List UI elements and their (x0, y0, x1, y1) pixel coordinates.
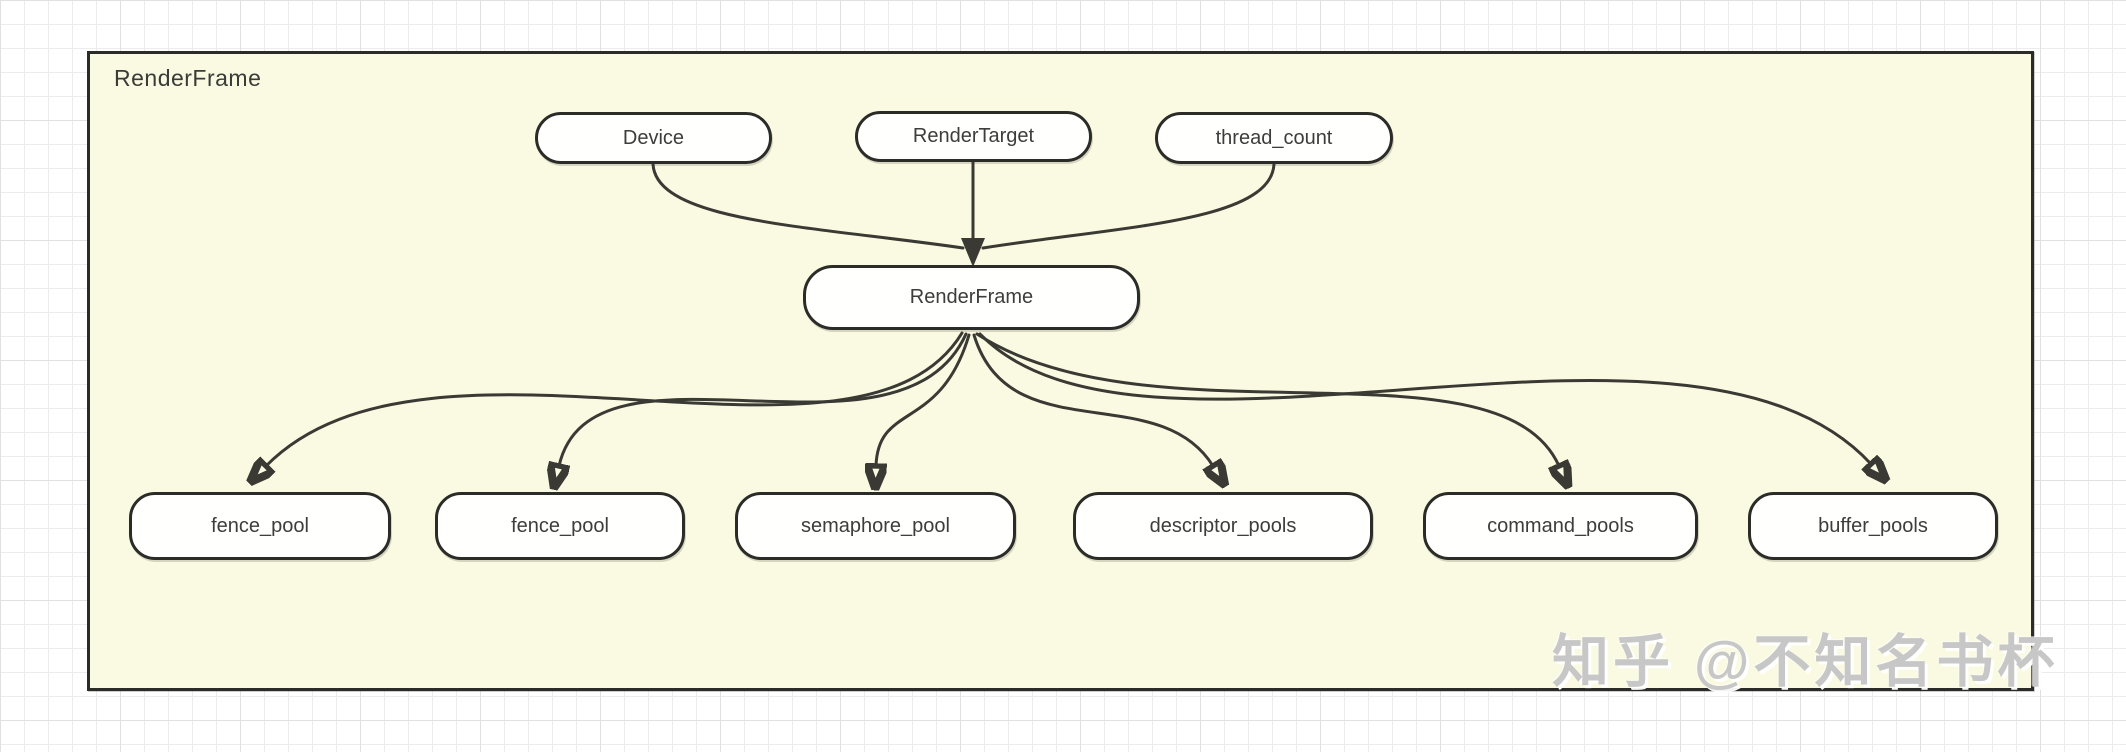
node-descriptor-pools-label: descriptor_pools (1149, 514, 1297, 537)
node-device-label: Device (622, 126, 685, 149)
node-renderframe: RenderFrame (803, 265, 1140, 330)
node-rendertarget-label: RenderTarget (912, 125, 1035, 147)
zhihu-watermark: 知乎 @不知名书杯 (1552, 630, 2059, 694)
node-device: Device (535, 112, 772, 164)
node-semaphore-pool-label: semaphore_pool (801, 514, 950, 537)
node-fence-pool-2: fence_pool (435, 492, 685, 560)
node-buffer-pools: buffer_pools (1748, 492, 1998, 560)
node-thread-count-label: thread_count (1215, 126, 1333, 149)
node-renderframe-label: RenderFrame (909, 286, 1034, 308)
node-rendertarget: RenderTarget (855, 111, 1092, 162)
node-command-pools: command_pools (1423, 492, 1698, 560)
node-thread-count: thread_count (1155, 112, 1393, 164)
node-command-pools-label: command_pools (1487, 514, 1634, 537)
node-semaphore-pool: semaphore_pool (735, 492, 1016, 560)
node-buffer-pools-label: buffer_pools (1818, 514, 1928, 537)
renderframe-container-label: RenderFrame (114, 65, 262, 91)
node-fence-pool-1: fence_pool (129, 492, 391, 560)
node-fence-pool-1-label: fence_pool (211, 514, 309, 537)
node-descriptor-pools: descriptor_pools (1073, 492, 1373, 560)
node-fence-pool-2-label: fence_pool (511, 514, 609, 537)
